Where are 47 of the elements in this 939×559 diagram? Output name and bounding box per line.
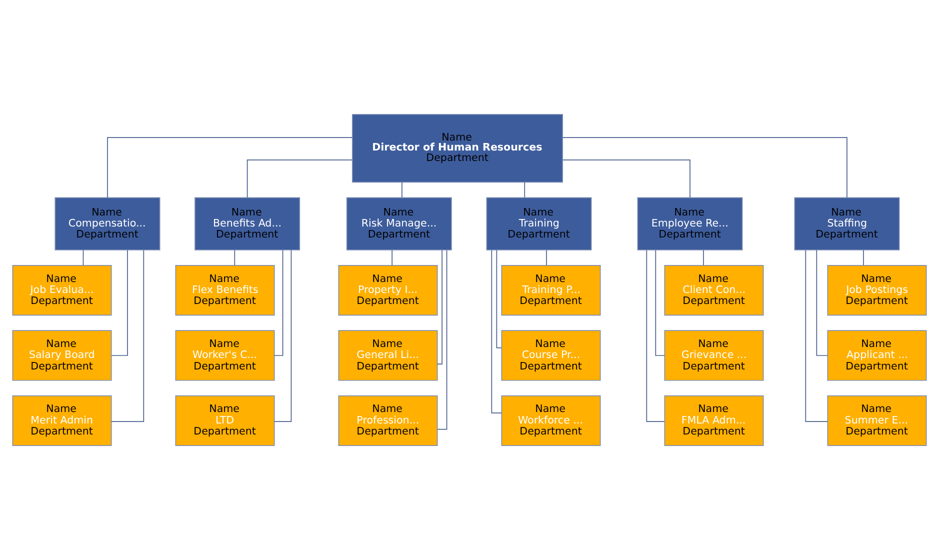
connector <box>274 249 284 356</box>
connector <box>496 249 502 348</box>
connector <box>546 249 547 266</box>
connector <box>110 249 144 422</box>
connector <box>805 249 828 422</box>
node-box: Name Client Con... Department <box>664 264 764 316</box>
node-box: Name Training P... Department <box>501 264 601 316</box>
connector <box>82 249 84 266</box>
node-box: Name Property I... Department <box>338 264 438 316</box>
node-box: Name Benefits Ad... Department <box>194 196 300 250</box>
node-box: Name Training Department <box>486 196 592 250</box>
connector <box>437 249 448 430</box>
connector <box>111 249 128 356</box>
connector <box>491 249 502 413</box>
node-box: Name Course Pr... Department <box>501 330 601 380</box>
node-box: Name Flex Benefits Department <box>175 264 275 316</box>
node-box: Name Workforce ... Department <box>501 394 601 446</box>
node-box: Name Summer E... Department <box>827 394 927 446</box>
node-box: Name Profession... Department <box>338 394 438 446</box>
node-box: Name Worker's C... Department <box>175 330 275 380</box>
node-box: Name Compensatio... Department <box>54 196 160 250</box>
connector <box>246 158 353 198</box>
node-box: Name Risk Manage... Department <box>346 196 452 250</box>
connector <box>816 249 828 356</box>
node-box: Name Staffing Department <box>794 196 900 250</box>
node-box: Name Job Evalua... Department <box>12 264 112 316</box>
connector <box>562 136 848 198</box>
node-box: Name Director of Human Resources Department <box>352 114 563 182</box>
connector <box>703 249 704 266</box>
node-box: Name General Li... Department <box>338 330 438 380</box>
node-box: Name Applicant ... Department <box>827 330 927 380</box>
connector <box>274 249 292 422</box>
node-box: Name FMLA Adm... Department <box>664 394 764 446</box>
node-box: Name LTD Department <box>175 394 275 446</box>
connector <box>562 158 690 198</box>
connector <box>107 136 353 198</box>
connector <box>655 249 665 356</box>
node-box: Name Employee Re... Department <box>637 196 743 250</box>
connector <box>524 181 526 198</box>
node-box: Name Salary Board Department <box>12 330 112 380</box>
node-box: Name Merit Admin Department <box>12 394 112 446</box>
connector <box>646 249 665 422</box>
connector <box>437 249 442 364</box>
connector <box>863 249 864 266</box>
node-box: Name Job Postings Department <box>827 264 927 316</box>
node-box: Name Grievance ... Department <box>664 330 764 380</box>
connector <box>234 249 236 266</box>
